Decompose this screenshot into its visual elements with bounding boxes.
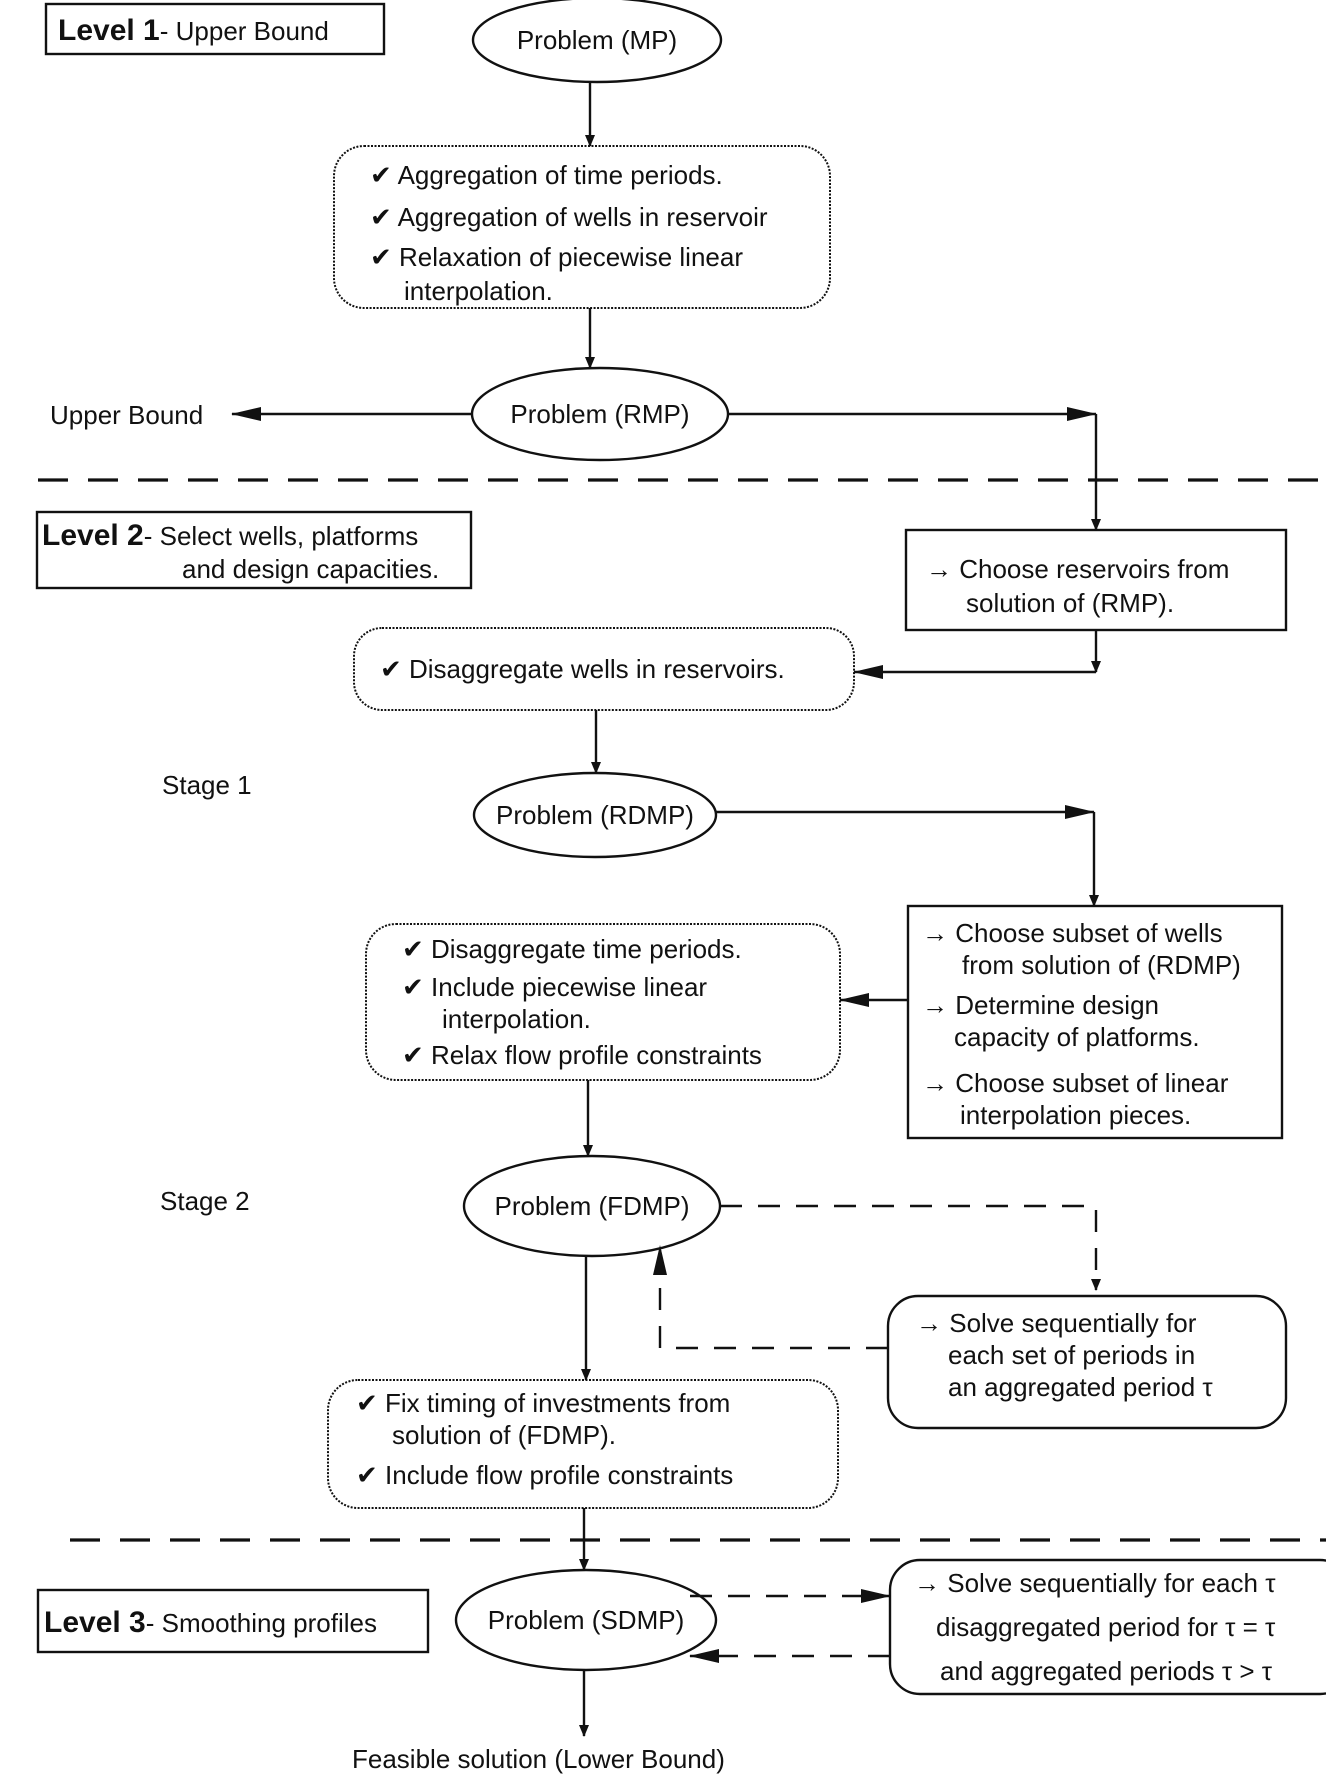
svg-text:Problem (MP): Problem (MP) (517, 25, 677, 55)
svg-text:→ Choose reservoirs from: → Choose reservoirs from (926, 554, 1229, 584)
svg-text:→ Choose subset of linear: → Choose subset of linear (922, 1068, 1229, 1098)
svg-text:Level 1- Upper Bound: Level 1- Upper Bound (58, 14, 329, 47)
choose-subset-box: → Choose subset of wells from solution o… (906, 904, 1284, 1140)
svg-text:→ Determine design: → Determine design (922, 990, 1159, 1020)
svg-text:Problem (RDMP): Problem (RDMP) (496, 800, 694, 830)
svg-text:solution of (RMP).: solution of (RMP). (966, 588, 1174, 618)
aggregation-box: ✔ Aggregation of time periods. ✔ Aggrega… (333, 145, 831, 309)
fix-timing-box: ✔ Fix timing of investments from solutio… (327, 1379, 839, 1509)
svg-text:interpolation pieces.: interpolation pieces. (960, 1100, 1191, 1130)
disaggregate-time-box: ✔ Disaggregate time periods. ✔ Include p… (365, 923, 841, 1081)
level-2-label: Level 2- Select wells, platforms and des… (35, 510, 473, 590)
svg-text:✔ Aggregation of time periods.: ✔ Aggregation of time periods. (370, 160, 723, 190)
disaggregate-wells-box: ✔ Disaggregate wells in reservoirs. (353, 627, 855, 711)
svg-text:→ Solve sequentially for: → Solve sequentially for (916, 1308, 1197, 1338)
problem-rdmp-node: Problem (RDMP) (472, 771, 718, 859)
svg-text:interpolation.: interpolation. (404, 276, 553, 306)
stage-1-label: Stage 1 (162, 770, 252, 800)
solve-each-box: → Solve sequentially for each τ disaggre… (888, 1558, 1326, 1696)
svg-text:capacity of platforms.: capacity of platforms. (954, 1022, 1200, 1052)
svg-text:✔ Disaggregate time periods.: ✔ Disaggregate time periods. (402, 934, 742, 964)
svg-text:✔ Aggregation of wells in rese: ✔ Aggregation of wells in reservoir (370, 202, 768, 232)
stage-2-label: Stage 2 (160, 1186, 250, 1216)
solve-sequential-box: → Solve sequentially for each set of per… (886, 1294, 1288, 1430)
svg-text:✔ Include piecewise linear: ✔ Include piecewise linear (402, 972, 707, 1002)
svg-text:Level 3- Smoothing profiles: Level 3- Smoothing profiles (44, 1606, 377, 1639)
svg-text:Level 2- Select wells, platfor: Level 2- Select wells, platforms (42, 519, 418, 552)
svg-text:disaggregated period for τ =: disaggregated period for τ = τ (936, 1612, 1276, 1642)
svg-text:and aggregated periods τ > τ: and aggregated periods τ > τ (940, 1656, 1273, 1686)
choose-reservoirs-box: → Choose reservoirs from solution of (RM… (904, 528, 1288, 632)
edge-fdmp-to-solve-sequential (720, 1204, 1101, 1291)
problem-mp-node: Problem (MP) (471, 0, 723, 84)
svg-text:Problem (SDMP): Problem (SDMP) (488, 1605, 684, 1635)
svg-text:an aggregated period τ: an aggregated period τ (948, 1372, 1213, 1402)
feasible-solution-label: Feasible solution (Lower Bound) (352, 1744, 725, 1774)
svg-text:→ Choose subset of wells: → Choose subset of wells (922, 918, 1223, 948)
svg-text:✔ Include flow profile constr: ✔ Include flow profile constraints (356, 1460, 733, 1490)
problem-rmp-node: Problem (RMP) (470, 366, 730, 462)
level-3-label: Level 3- Smoothing profiles (36, 1588, 430, 1654)
edge-solve-sequential-back-to-fdmp (653, 1245, 888, 1350)
svg-text:✔ Relaxation of piecewise line: ✔ Relaxation of piecewise linear (370, 242, 743, 272)
level-1-label: Level 1- Upper Bound (44, 2, 386, 56)
svg-text:from solution of (RDMP): from solution of (RDMP) (962, 950, 1241, 980)
upper-bound-label: Upper Bound (50, 400, 203, 430)
svg-text:✔ Disaggregate wells in reserv: ✔ Disaggregate wells in reservoirs. (380, 654, 785, 684)
svg-text:✔ Fix timing of investments fr: ✔ Fix timing of investments from (356, 1388, 730, 1418)
svg-text:✔ Relax flow profile constrai: ✔ Relax flow profile constraints (402, 1040, 762, 1070)
problem-fdmp-node: Problem (FDMP) (462, 1154, 722, 1258)
svg-text:interpolation.: interpolation. (442, 1004, 591, 1034)
svg-text:solution of (FDMP).: solution of (FDMP). (392, 1420, 616, 1450)
svg-text:Problem (RMP): Problem (RMP) (510, 399, 689, 429)
svg-text:and design capacities.: and design capacities. (182, 554, 439, 584)
svg-text:→ Solve sequentially for each: → Solve sequentially for each τ (914, 1568, 1276, 1598)
svg-text:Problem (FDMP): Problem (FDMP) (494, 1191, 689, 1221)
problem-sdmp-node: Problem (SDMP) (454, 1568, 718, 1672)
svg-text:each set of periods in: each set of periods in (948, 1340, 1195, 1370)
